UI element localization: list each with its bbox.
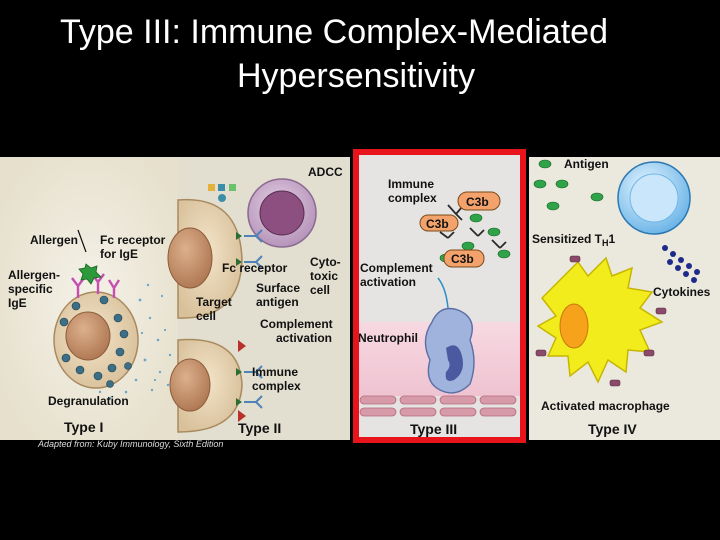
macrophage-receptors [535, 255, 667, 387]
label-cytotoxic-3: cell [310, 283, 330, 297]
label-complement-3b: activation [360, 275, 416, 289]
label-allergen-specific-2: specific [8, 282, 53, 296]
label-adcc: ADCC [308, 165, 343, 179]
label-complement-2a: Complement [260, 317, 333, 331]
label-degranulation: Degranulation [48, 394, 129, 408]
allergen-icon [78, 263, 102, 285]
complement-markers [238, 340, 246, 422]
mast-cell-nucleus [65, 311, 111, 361]
label-cytokines: Cytokines [653, 285, 711, 299]
label-c3b-3: C3b [451, 252, 474, 266]
type-2-label: Type II [238, 420, 281, 436]
complement-arrow [437, 277, 449, 309]
type4-antigens [533, 159, 604, 211]
neutrophil-nucleus [445, 345, 463, 381]
title-line-1: Type III: Immune Complex-Mediated [60, 13, 609, 51]
type2-antibodies [244, 229, 263, 409]
label-immune-complex-3b: complex [388, 191, 437, 205]
label-fc-receptor-2: Fc receptor [222, 261, 288, 275]
label-cytotoxic-1: Cyto- [310, 255, 341, 269]
label-activated-macrophage: Activated macrophage [541, 399, 670, 413]
allergen-arrow [77, 229, 87, 253]
label-fc-receptor-1a: Fc receptor [100, 233, 166, 247]
activated-macrophage [536, 256, 664, 384]
label-surface-antigen-1: Surface [256, 281, 300, 295]
panel-type-1: Allergen Fc receptor for IgE Allergen- s… [0, 157, 178, 440]
label-target-cell-2: cell [196, 309, 216, 323]
type-3-label: Type III [410, 421, 457, 437]
label-sensitized-th1: Sensitized TH1 [532, 232, 616, 248]
immune-complex-cluster [419, 191, 511, 268]
label-c3b-1: C3b [466, 195, 489, 209]
type-3-highlight-box [353, 149, 526, 443]
panel-type-2: ADCC Fc receptor Cyto- toxic cell Surfac… [167, 157, 350, 440]
label-allergen-specific-3: IgE [8, 296, 27, 310]
panel-type-4: Antigen Sensitized TH1 Cytokines Activat… [529, 157, 720, 440]
type-4-label: Type IV [588, 421, 637, 437]
surface-antigen-markers [236, 232, 242, 406]
title-line-2: Hypersensitivity [237, 57, 476, 95]
panel-type-3: Immune complex C3b C3b C3b Complement ac… [353, 149, 526, 443]
label-surface-antigen-2: antigen [256, 295, 299, 309]
endothelium [359, 395, 517, 417]
label-complement-3a: Complement [360, 261, 433, 275]
label-complement-2b: activation [276, 331, 332, 345]
degranulation-spray [98, 283, 172, 400]
adcc-antigens [208, 184, 236, 202]
label-neutrophil: Neutrophil [358, 331, 418, 345]
cytokine-dots [662, 245, 700, 283]
label-immune-complex-3a: Immune [388, 177, 434, 191]
label-fc-receptor-1b: for IgE [100, 247, 138, 261]
label-immune-complex-2a: Immune [252, 365, 298, 379]
label-allergen-specific-1: Allergen- [8, 268, 60, 282]
label-allergen: Allergen [30, 233, 78, 247]
mast-cell-granules [59, 295, 132, 388]
macrophage-nucleus [559, 303, 589, 349]
image-credit: Adapted from: Kuby Immunology, Sixth Edi… [38, 439, 224, 449]
type-1-label: Type I [64, 419, 103, 435]
label-target-cell-1: Target [196, 295, 232, 309]
label-immune-complex-2b: complex [252, 379, 301, 393]
label-cytotoxic-2: toxic [310, 269, 338, 283]
label-c3b-2: C3b [426, 217, 449, 231]
label-antigen: Antigen [564, 157, 609, 171]
